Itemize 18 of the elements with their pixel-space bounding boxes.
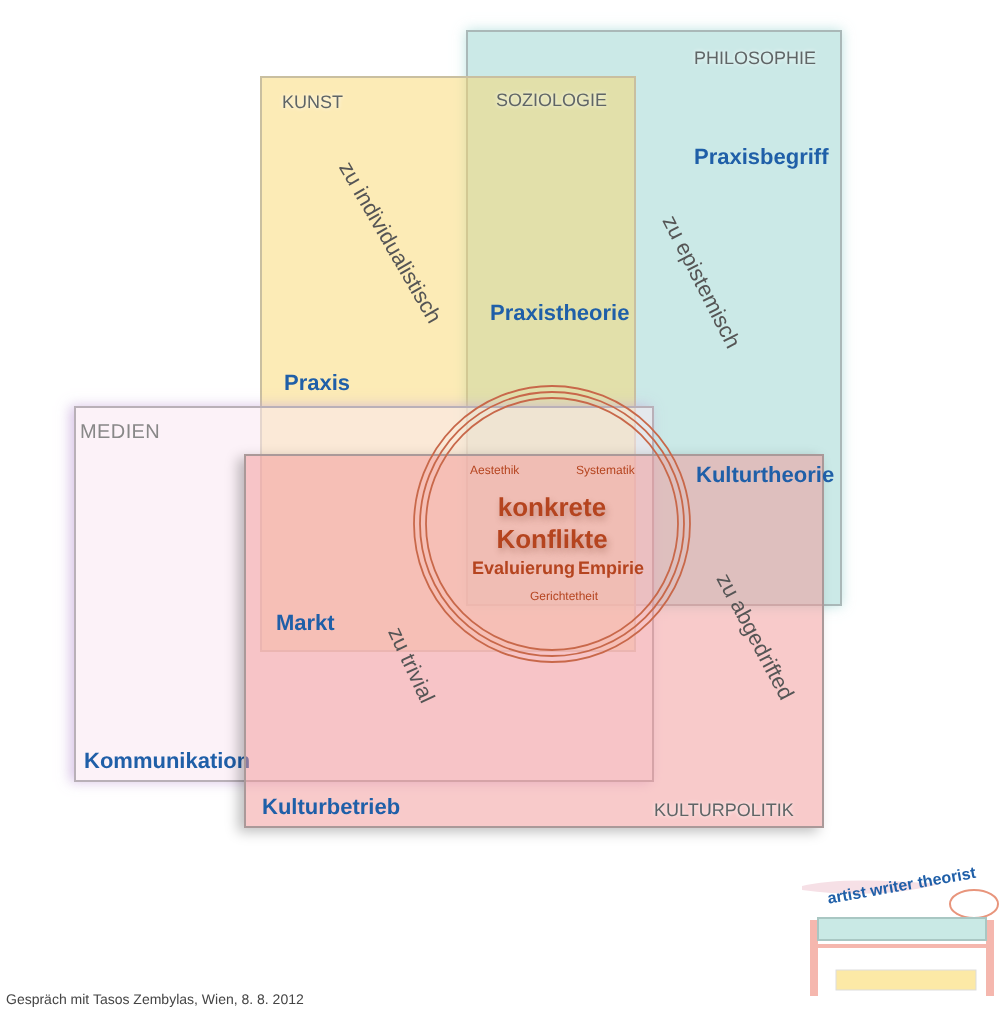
concept-label: Kulturtheorie <box>696 464 835 488</box>
area-title: MEDIEN <box>80 422 161 444</box>
curved-label: artist writer theorist <box>826 863 978 908</box>
circle-term: Empirie <box>578 558 645 578</box>
concept-label: Praxistheorie <box>490 302 630 326</box>
concept-label: Praxisbegriff <box>694 146 829 170</box>
area-title: KULTURPOLITIK <box>654 800 794 820</box>
concept-label: Praxis <box>284 372 351 396</box>
circle-term: Evaluierung <box>472 558 576 578</box>
area-rectangle <box>74 406 654 782</box>
area-title: KUNST <box>282 92 344 112</box>
rotated-note: zu trivial <box>382 624 439 708</box>
core-text: konkrete Konflikte <box>494 492 610 557</box>
area-title: PHILOSOPHIE <box>694 48 817 68</box>
area-title: SOZIOLOGIE <box>496 90 608 110</box>
concept-label: Kulturbetrieb <box>262 796 401 820</box>
concept-label: Markt <box>276 612 335 636</box>
concept-label: Kommunikation <box>84 750 251 774</box>
